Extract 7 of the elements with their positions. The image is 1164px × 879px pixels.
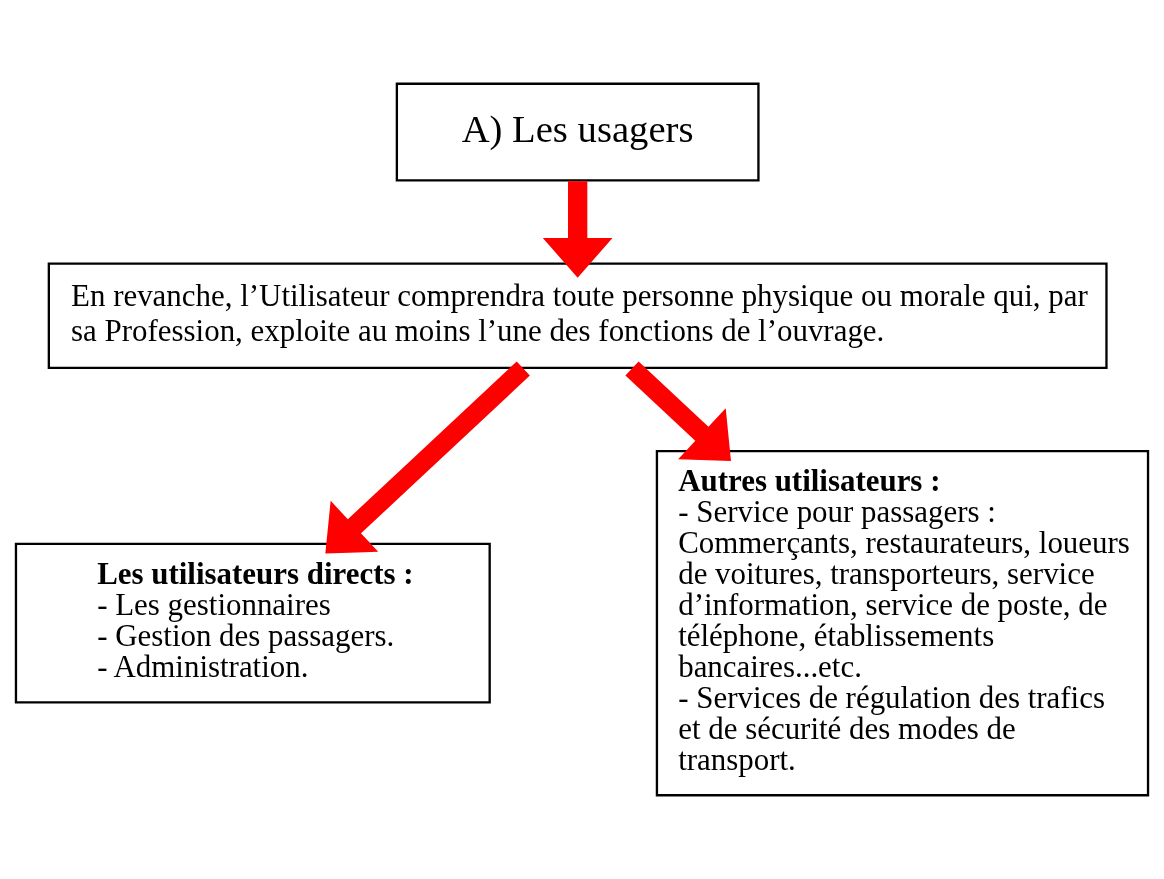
node-box: A) Les usagers [395, 82, 760, 182]
node-box: Les utilisateurs directs : - Les gestionnaires - Gestion des passagers. - Administration. [14, 542, 491, 704]
arrow [325, 361, 530, 554]
arrow [625, 361, 731, 461]
arrow [542, 181, 613, 278]
node-box: En revanche, l’Utilisateur comprendra toute personne physique ou morale qui, par sa Profession, exploite au moins l’une des fonctions de l’ouvrage. [47, 262, 1108, 370]
node-box: Autres utilisateurs : - Service pour passagers : Commerçants, restaurateurs, loueurs de voitures, transporteurs, service d’information, service de poste, de téléphone, établissements bancaires...etc. - Services de régulation des trafics et de sécurité des modes de transport. [655, 449, 1150, 797]
